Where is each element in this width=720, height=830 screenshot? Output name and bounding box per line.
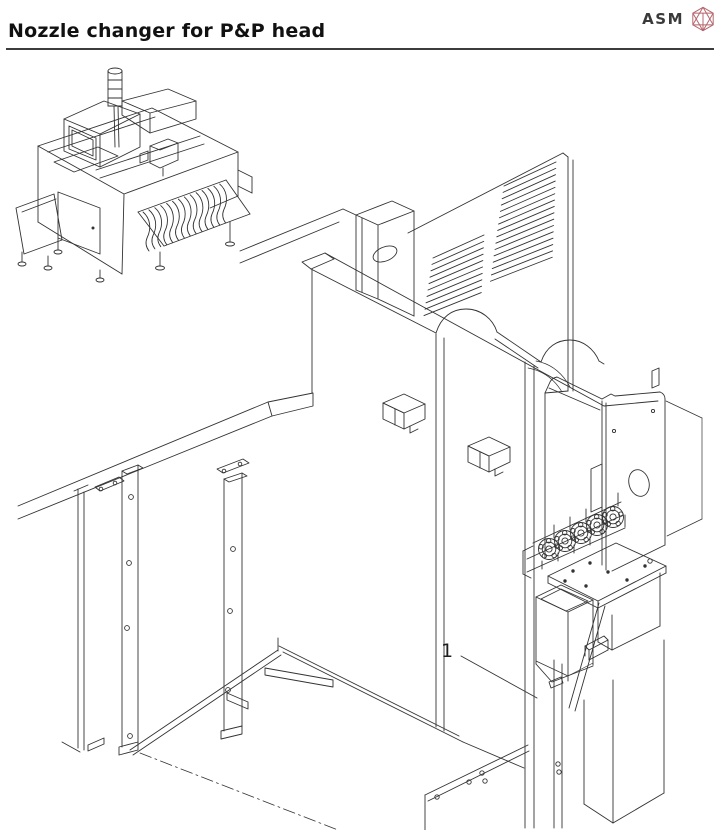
cable-duct-beam xyxy=(301,252,605,732)
asm-logo-icon xyxy=(692,6,714,32)
nozzle-holder-sockets xyxy=(538,492,624,570)
feeder-bank xyxy=(137,179,251,252)
nozzle-changer-assembly xyxy=(522,492,667,824)
gantry-head xyxy=(95,135,205,179)
reject-bin xyxy=(535,584,594,689)
page-title: Nozzle changer for P&P head xyxy=(8,20,326,42)
mounting-bracket-panel xyxy=(527,360,703,572)
inset-overview-machine-drawing xyxy=(15,67,253,283)
top-wall-beam xyxy=(17,268,314,520)
signal-tower xyxy=(107,67,123,148)
brand: ASM xyxy=(642,6,716,32)
conveyor-stub xyxy=(237,169,253,194)
callout-1-leader-line xyxy=(460,655,538,699)
tape-feeder-reels xyxy=(142,183,227,252)
page-header: Nozzle changer for P&P head ASM xyxy=(0,0,720,50)
platform-block xyxy=(597,572,661,651)
left-wall xyxy=(73,458,250,756)
hanging-bracket-1 xyxy=(382,393,426,434)
machine-feet xyxy=(43,221,235,283)
vent-louvers-left xyxy=(423,234,485,317)
vented-panel xyxy=(407,152,574,394)
support-post xyxy=(524,361,563,829)
machine-cover xyxy=(121,88,197,134)
monitor xyxy=(63,100,141,168)
support-strut xyxy=(568,602,606,712)
changer-platform xyxy=(547,542,667,609)
callout-1-label: 1 xyxy=(441,640,453,662)
upper-beam xyxy=(239,200,415,317)
main-machine-corner-drawing: 1 xyxy=(17,152,703,830)
side-table xyxy=(15,193,63,267)
lower-column xyxy=(583,639,665,824)
header-divider xyxy=(6,48,714,50)
vent-louvers-right xyxy=(490,161,557,282)
hanging-bracket-2 xyxy=(467,436,511,477)
floor xyxy=(61,637,525,830)
skirt-panel xyxy=(424,744,530,830)
brand-name: ASM xyxy=(642,10,684,28)
